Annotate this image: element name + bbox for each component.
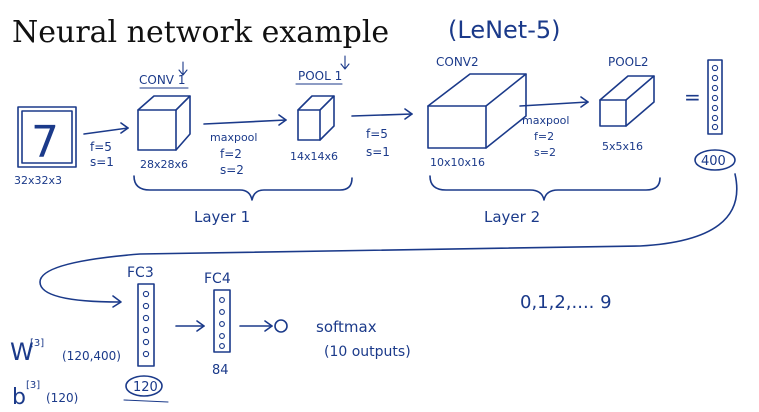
layer2-brace <box>429 175 661 201</box>
page-title: Neural network example <box>12 15 389 50</box>
conv1-stride: s=1 <box>90 155 114 169</box>
conv2-volume <box>427 73 527 149</box>
softmax-output-node <box>274 319 288 333</box>
equals-sign: = <box>684 85 701 109</box>
fc3-size-circle <box>125 375 163 397</box>
softmax-outputs: (10 outputs) <box>324 344 411 360</box>
fc3-label: FC3 <box>127 265 154 281</box>
pool1-down-arrow <box>340 55 350 70</box>
flatten-size: 400 <box>701 154 726 169</box>
fc3-weights-dims: (120,400) <box>62 349 121 363</box>
maxpool2-label: maxpool <box>522 114 569 127</box>
pool1-label: POOL 1 <box>298 69 342 83</box>
maxpool1-filter-size: f=2 <box>220 147 242 161</box>
arrow-conv2-pool2 <box>519 96 589 108</box>
connector-flatten-to-fc3 <box>39 173 738 303</box>
maxpool2-filter-size: f=2 <box>534 130 554 143</box>
fc4-label: FC4 <box>204 271 231 287</box>
conv2-dims: 10x10x16 <box>430 156 485 169</box>
arrow-input-conv1 <box>83 122 129 135</box>
arrow-fc4-softmax <box>239 320 273 332</box>
arrow-pool1-conv2 <box>351 108 413 120</box>
arrow-fc3-fc4 <box>175 320 205 332</box>
input-image: 7 <box>17 106 77 168</box>
pool1-dims: 14x14x6 <box>290 150 338 163</box>
subtitle-lenet: (LeNet-5) <box>448 16 561 44</box>
fc3-bias-superscript: [3] <box>26 380 40 391</box>
maxpool1-stride: s=2 <box>220 163 244 177</box>
conv1-filter-size: f=5 <box>90 140 112 154</box>
pool1-volume <box>297 95 335 141</box>
conv1-label: CONV 1 <box>139 73 185 87</box>
fc3-size: 120 <box>133 380 158 395</box>
pool2-dims: 5x5x16 <box>602 140 643 153</box>
conv2-filter-size: f=5 <box>366 127 388 141</box>
fc3-bias-symbol: b <box>12 385 26 410</box>
input-dims: 32x32x3 <box>14 174 62 187</box>
maxpool1-label: maxpool <box>210 131 257 144</box>
softmax-label: softmax <box>316 318 377 336</box>
fc3-weights-superscript: [3] <box>30 338 44 349</box>
fc3-bias-dims: (120) <box>46 391 78 405</box>
arrow-conv1-pool1 <box>203 114 287 126</box>
output-classes: 0,1,2,.... 9 <box>520 292 612 313</box>
conv1-volume <box>137 95 191 151</box>
fc3-weights-symbol: W <box>10 338 34 366</box>
fc4-size: 84 <box>212 363 229 378</box>
layer1-brace <box>133 175 353 201</box>
layer1-label: Layer 1 <box>194 208 250 226</box>
conv1-dims: 28x28x6 <box>140 158 188 171</box>
layer2-label: Layer 2 <box>484 208 540 226</box>
pool2-label: POOL2 <box>608 55 648 69</box>
input-digit: 7 <box>31 117 59 168</box>
flatten-vector <box>707 59 723 135</box>
flatten-size-circle <box>694 149 736 171</box>
conv1-down-arrow <box>178 61 188 76</box>
pool2-volume <box>599 75 655 127</box>
fc3-vector <box>137 283 155 367</box>
maxpool2-stride: s=2 <box>534 146 556 159</box>
conv2-stride: s=1 <box>366 145 390 159</box>
fc4-vector <box>213 289 231 353</box>
conv2-label: CONV2 <box>436 55 479 69</box>
